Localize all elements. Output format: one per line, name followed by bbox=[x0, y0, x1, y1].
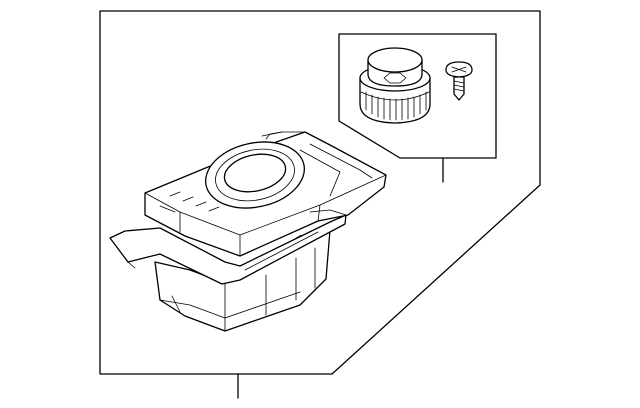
screw-part bbox=[445, 61, 473, 101]
controller-assembly-part bbox=[109, 131, 387, 332]
assembly-frame bbox=[99, 10, 541, 375]
knob-part bbox=[359, 47, 431, 124]
inset-frame bbox=[338, 33, 497, 159]
